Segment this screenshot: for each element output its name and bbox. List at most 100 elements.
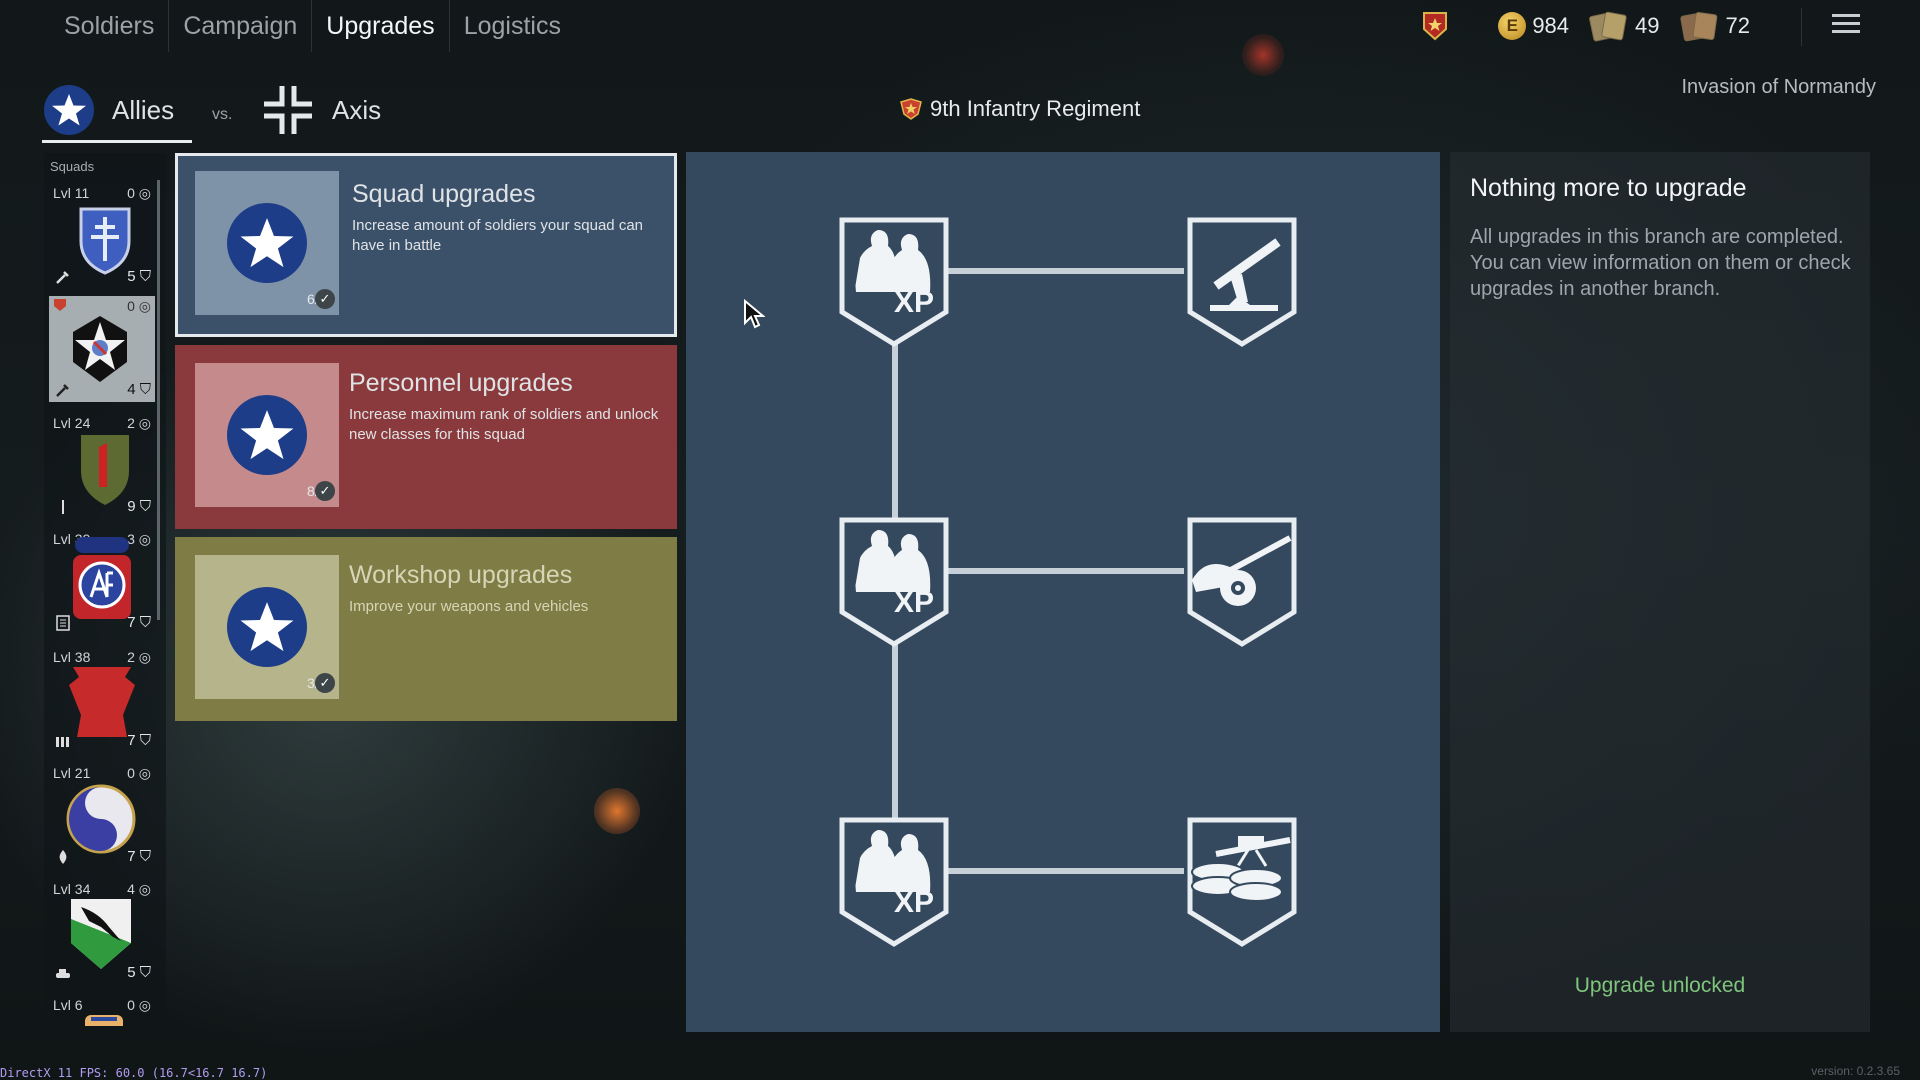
soldiers-xp-upgrade-node[interactable]: XP bbox=[838, 816, 950, 948]
squad-premium-count: 4 bbox=[127, 881, 135, 897]
taijitu-icon bbox=[66, 784, 136, 854]
squad-soldier-count: 5 ⛉ bbox=[127, 268, 151, 285]
mortar-upgrade-node[interactable] bbox=[1186, 216, 1298, 348]
branch-title: Personnel upgrades bbox=[349, 369, 573, 397]
soldiers-xp-upgrade-node[interactable]: XP bbox=[838, 516, 950, 648]
squad-premium-count: 0 bbox=[127, 765, 135, 781]
machine-gun-upgrade-node[interactable] bbox=[1186, 816, 1298, 948]
personnel-upgrades-branch[interactable]: 8/8 ✓ Personnel upgrades Increase maximu… bbox=[175, 345, 677, 529]
check-icon: ✓ bbox=[315, 481, 335, 501]
ammo-icon bbox=[56, 737, 69, 747]
cards-b-counter[interactable]: 72 bbox=[1679, 11, 1750, 42]
squad-card[interactable]: Lvl 11 0 ◎ 5 ⛉ bbox=[49, 183, 155, 289]
squad-level: Lvl 34 bbox=[53, 881, 91, 897]
squad-premium: 2 ◎ bbox=[127, 415, 151, 431]
field-gun-upgrade-node[interactable] bbox=[1186, 516, 1298, 648]
faction-allies[interactable]: Allies bbox=[44, 80, 174, 140]
xp-label: XP bbox=[894, 286, 935, 319]
squad-card[interactable]: Lvl 6 0 ◎ bbox=[49, 995, 155, 1026]
branch-title: Workshop upgrades bbox=[349, 561, 573, 589]
ember-glow bbox=[594, 788, 640, 834]
upgrade-tree: XP XP XP bbox=[686, 152, 1440, 1032]
tree-connector bbox=[944, 268, 1184, 274]
squad-premium: 0 ◎ bbox=[127, 765, 151, 781]
regiment-title[interactable]: 9th Infantry Regiment bbox=[900, 96, 1140, 122]
check-icon: ✓ bbox=[315, 673, 335, 693]
branch-thumbnail: 8/8 ✓ bbox=[195, 363, 339, 507]
list-icon bbox=[56, 615, 70, 631]
info-body: All upgrades in this branch are complete… bbox=[1470, 226, 1851, 300]
squad-card[interactable]: Lvl 21 0 ◎ 7 ⛉ bbox=[49, 763, 155, 869]
wrench-icon bbox=[56, 271, 69, 284]
axis-label: Axis bbox=[332, 94, 382, 125]
squad-soldier-count: 9 ⛉ bbox=[127, 498, 151, 515]
allies-star-icon bbox=[227, 203, 307, 283]
soldiers-xp-icon bbox=[839, 817, 949, 947]
squad-level: Lvl 6 bbox=[53, 997, 83, 1013]
squads-scrollbar[interactable] bbox=[157, 180, 160, 620]
squad-count-value: 4 bbox=[127, 381, 136, 398]
branch-thumbnail: 3/3 ✓ bbox=[195, 555, 339, 699]
mortar-icon bbox=[1187, 217, 1297, 347]
squad-card[interactable]: Lvl 34 4 ◎ 5 ⛉ bbox=[49, 879, 155, 985]
squad-premium-count: 0 bbox=[127, 185, 135, 201]
wrench-icon bbox=[56, 384, 69, 397]
gold-counter[interactable]: E 984 bbox=[1498, 12, 1569, 40]
tab-logistics[interactable]: Logistics bbox=[463, 11, 561, 40]
soldier-cards-icon bbox=[1679, 11, 1720, 42]
ember-glow bbox=[1242, 34, 1284, 76]
cards-b-amount: 72 bbox=[1725, 13, 1750, 38]
squad-premium-count: 2 bbox=[127, 415, 135, 431]
upgrade-status: Upgrade unlocked bbox=[1574, 974, 1746, 997]
squad-soldier-count: 4 ⛉ bbox=[127, 381, 151, 398]
allies-label: Allies bbox=[112, 94, 175, 125]
star-indian-head-icon bbox=[73, 316, 127, 382]
soldiers-xp-upgrade-node[interactable]: XP bbox=[838, 216, 950, 348]
soldiers-xp-icon bbox=[839, 217, 949, 347]
menu-list-icon[interactable] bbox=[1832, 14, 1860, 38]
workshop-upgrades-branch[interactable]: 3/3 ✓ Workshop upgrades Improve your wea… bbox=[175, 537, 677, 721]
squad-upgrades-branch[interactable]: 6/6 ✓ Squad upgrades Increase amount of … bbox=[175, 153, 677, 337]
cards-a-counter[interactable]: 49 bbox=[1588, 11, 1660, 43]
tab-campaign[interactable]: Campaign bbox=[169, 0, 313, 52]
tab-soldiers[interactable]: Soldiers bbox=[52, 0, 170, 52]
tab-upgrades[interactable]: Upgrades bbox=[312, 0, 450, 52]
cards-a-amount: 49 bbox=[1635, 13, 1660, 38]
allies-star-icon bbox=[227, 395, 307, 475]
squad-count-value: 9 bbox=[127, 498, 136, 515]
menu-divider bbox=[1801, 8, 1802, 46]
rank-badge-icon[interactable] bbox=[1422, 11, 1448, 41]
squad-card-selected[interactable]: 0 ◎ 4 ⛉ bbox=[49, 296, 155, 402]
squad-premium: 3 ◎ bbox=[127, 531, 151, 547]
squad-card[interactable]: Lvl 39 3 ◎ 7 ⛉ bbox=[49, 529, 155, 635]
squad-count-value: 5 bbox=[127, 268, 136, 285]
squad-level-badge bbox=[53, 298, 67, 315]
squads-sidebar: Squads Lvl 11 0 ◎ 5 ⛉ 0 ◎ 4 ⛉ Lvl 24 2 ◎… bbox=[44, 153, 166, 1026]
squad-level: Lvl 21 bbox=[53, 765, 91, 781]
field-gun-icon bbox=[1187, 517, 1297, 647]
squad-premium: 0 ◎ bbox=[127, 298, 151, 314]
gold-amount: 984 bbox=[1532, 13, 1570, 38]
branch-thumbnail: 6/6 ✓ bbox=[195, 171, 339, 315]
rifle-icon bbox=[62, 500, 64, 514]
faction-axis[interactable]: Axis bbox=[262, 80, 381, 140]
tank-icon bbox=[56, 969, 70, 978]
keystone-icon bbox=[69, 667, 135, 737]
mg-sandbag-icon bbox=[1187, 817, 1297, 947]
squad-count-value: 7 bbox=[127, 732, 136, 749]
check-icon: ✓ bbox=[315, 289, 335, 309]
gold-coin-icon: E bbox=[1498, 12, 1527, 40]
squad-premium: 4 ◎ bbox=[127, 881, 151, 897]
uncle-sam-icon bbox=[85, 1015, 123, 1026]
squad-premium: 0 ◎ bbox=[127, 997, 151, 1013]
allies-star-icon bbox=[44, 85, 94, 135]
resource-bar: E 984 49 72 bbox=[1422, 0, 1750, 52]
squad-soldier-count: 7 ⛉ bbox=[127, 614, 151, 631]
branch-description: Increase maximum rank of soldiers and un… bbox=[349, 406, 659, 443]
squads-title: Squads bbox=[50, 159, 95, 174]
balkenkreuz-icon bbox=[264, 86, 312, 134]
squad-card[interactable]: Lvl 24 2 ◎ 9 ⛉ bbox=[49, 413, 155, 519]
panther-icon bbox=[71, 899, 131, 969]
squad-card[interactable]: Lvl 38 2 ◎ 7 ⛉ bbox=[49, 647, 155, 753]
squad-soldier-count: 5 ⛉ bbox=[127, 964, 151, 981]
